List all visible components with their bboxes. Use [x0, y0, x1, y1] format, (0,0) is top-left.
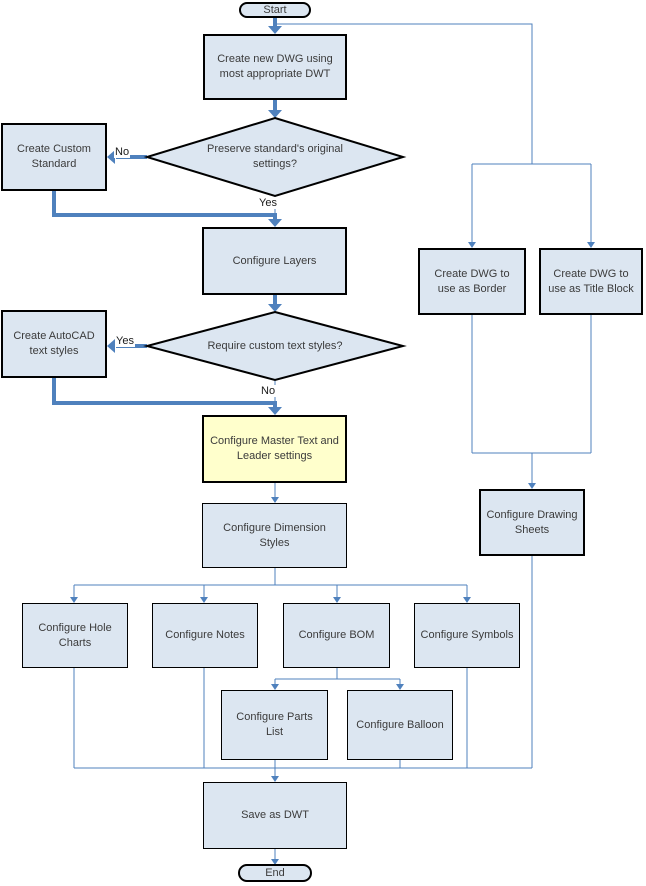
- node-save-as-dwt: Save as DWT: [203, 782, 347, 849]
- node-configure-drawing-sheets: Configure Drawing Sheets: [479, 489, 585, 556]
- node-create-new-dwg: Create new DWG using most appropriate DW…: [203, 34, 347, 100]
- decision-preserve-settings: [143, 116, 407, 198]
- node-configure-master-text: Configure Master Text and Leader setting…: [202, 415, 347, 483]
- node-configure-layers: Configure Layers: [202, 227, 347, 295]
- edge-label-preserve-yes: Yes: [258, 197, 278, 210]
- node-configure-notes: Configure Notes: [152, 603, 258, 668]
- decision-shapes: [143, 116, 407, 382]
- node-configure-parts-list: Configure Parts List: [221, 690, 328, 760]
- edge-label-require-yes: Yes: [115, 335, 135, 348]
- node-configure-hole-charts: Configure Hole Charts: [22, 603, 128, 668]
- node-end: End: [238, 864, 312, 882]
- edge-label-require-no: No: [260, 385, 277, 398]
- edge-label-preserve-no: No: [114, 146, 131, 159]
- node-create-dwg-title-block: Create DWG to use as Title Block: [539, 248, 643, 315]
- decision-require-custom-text: [143, 310, 407, 382]
- decision-require-custom-text-label: Require custom text styles?: [207, 339, 343, 352]
- node-configure-balloon: Configure Balloon: [347, 690, 453, 760]
- node-configure-symbols: Configure Symbols: [414, 603, 520, 668]
- node-configure-bom: Configure BOM: [283, 603, 390, 668]
- node-create-autocad-text-styles: Create AutoCAD text styles: [1, 310, 107, 378]
- decision-preserve-settings-label: Preserve standard's original settings?: [206, 143, 343, 170]
- thin-connectors: [70, 23, 595, 865]
- node-configure-dimension-styles: Configure Dimension Styles: [202, 503, 347, 568]
- node-start: Start: [239, 2, 311, 18]
- node-create-dwg-border: Create DWG to use as Border: [418, 248, 526, 315]
- node-create-custom-standard: Create Custom Standard: [1, 123, 107, 191]
